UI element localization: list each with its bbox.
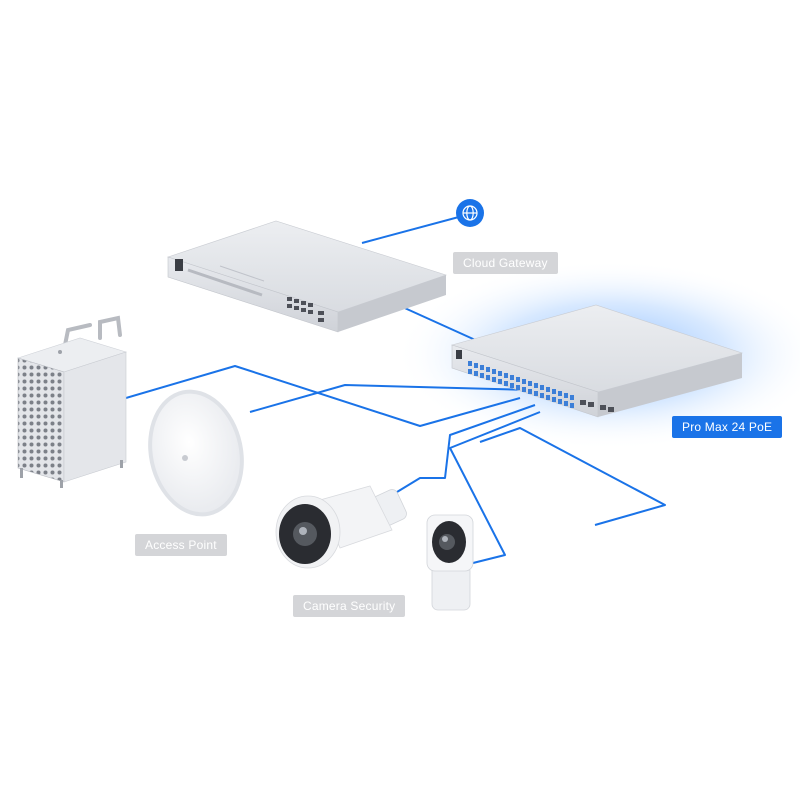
- access-point-label: Access Point: [135, 534, 227, 556]
- pro-max-switch-label: Pro Max 24 PoE: [672, 416, 783, 438]
- cloud-gateway-label: Cloud Gateway: [453, 252, 558, 274]
- camera-security-label: Camera Security: [293, 595, 406, 617]
- switch-port-row: [468, 361, 574, 408]
- bullet-camera-device: [275, 485, 407, 569]
- link-mac-switch: [125, 365, 521, 427]
- internet-node: [456, 199, 484, 227]
- cloud-gateway-device: [167, 220, 447, 333]
- link-ap-switch: [249, 384, 531, 413]
- network-links: [125, 213, 666, 566]
- pro-max-switch-device: [450, 304, 744, 418]
- link-camera-switch: [396, 404, 536, 493]
- link-flex-camera-switch: [449, 411, 541, 566]
- link-extra-switch: [479, 427, 666, 526]
- flex-camera-device: [426, 514, 474, 611]
- ap-logo-icon: [182, 455, 188, 461]
- access-point-device: [148, 389, 244, 517]
- workstation-device: [16, 315, 128, 488]
- link-gateway-internet: [361, 213, 471, 244]
- link-gateway-switch: [397, 304, 483, 344]
- flex-camera-lens-icon: [439, 534, 455, 550]
